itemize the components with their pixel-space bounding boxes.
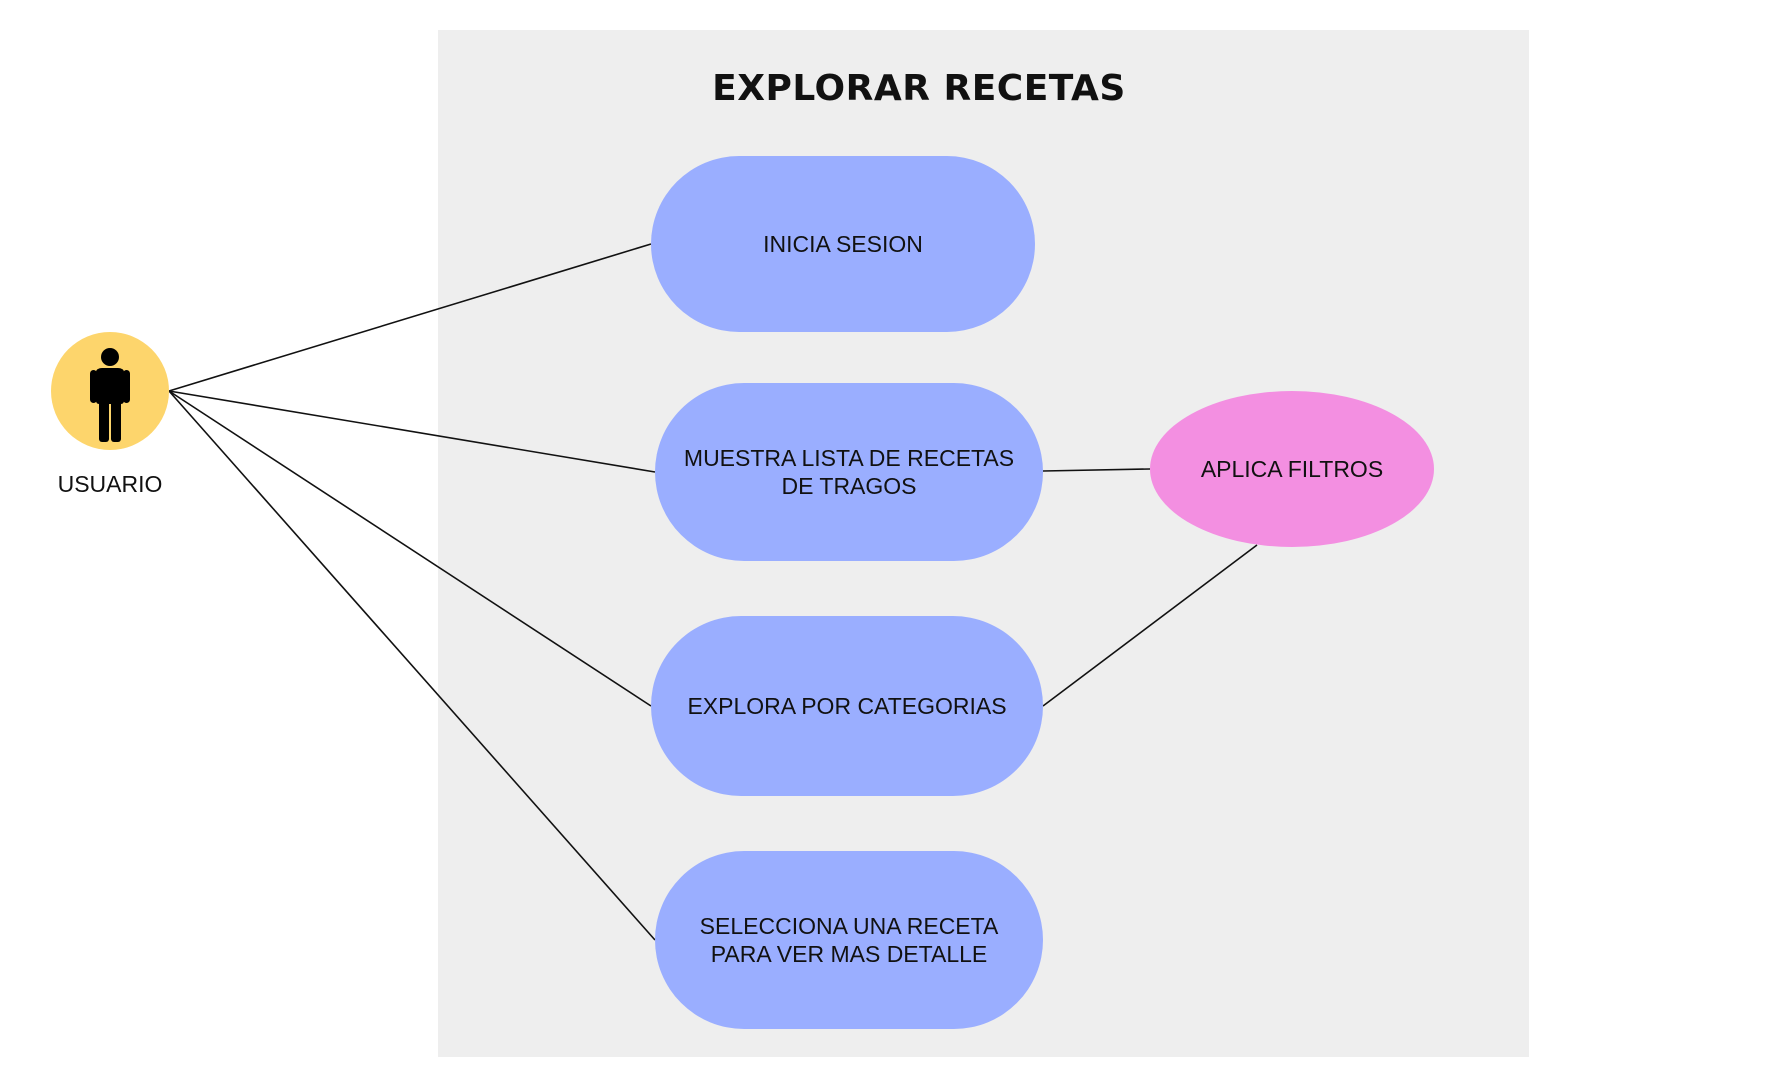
use-case-muestra-lista[interactable]: MUESTRA LISTA DE RECETAS DE TRAGOS [655, 383, 1043, 561]
connector-actor-muestra-lista [168, 390, 656, 473]
connector-actor-selecciona-receta [168, 390, 656, 941]
person-icon [90, 348, 130, 442]
actor-label: USUARIO [57, 471, 163, 497]
diagram-title: EXPLORAR RECETAS [712, 68, 1126, 109]
actor-usuario[interactable] [51, 332, 169, 450]
connector-actor-inicia-sesion [168, 243, 652, 392]
use-case-aplica-filtros[interactable]: APLICA FILTROS [1150, 391, 1434, 547]
use-case-selecciona-receta[interactable]: SELECCIONA UNA RECETA PARA VER MAS DETAL… [655, 851, 1043, 1029]
connector-muestra-lista-aplica-filtros [1042, 468, 1151, 472]
use-case-inicia-sesion[interactable]: INICIA SESION [651, 156, 1035, 332]
connector-actor-explora-categorias [168, 390, 652, 707]
connector-explora-categorias-aplica-filtros [1042, 544, 1258, 707]
use-case-explora-categorias[interactable]: EXPLORA POR CATEGORIAS [651, 616, 1043, 796]
